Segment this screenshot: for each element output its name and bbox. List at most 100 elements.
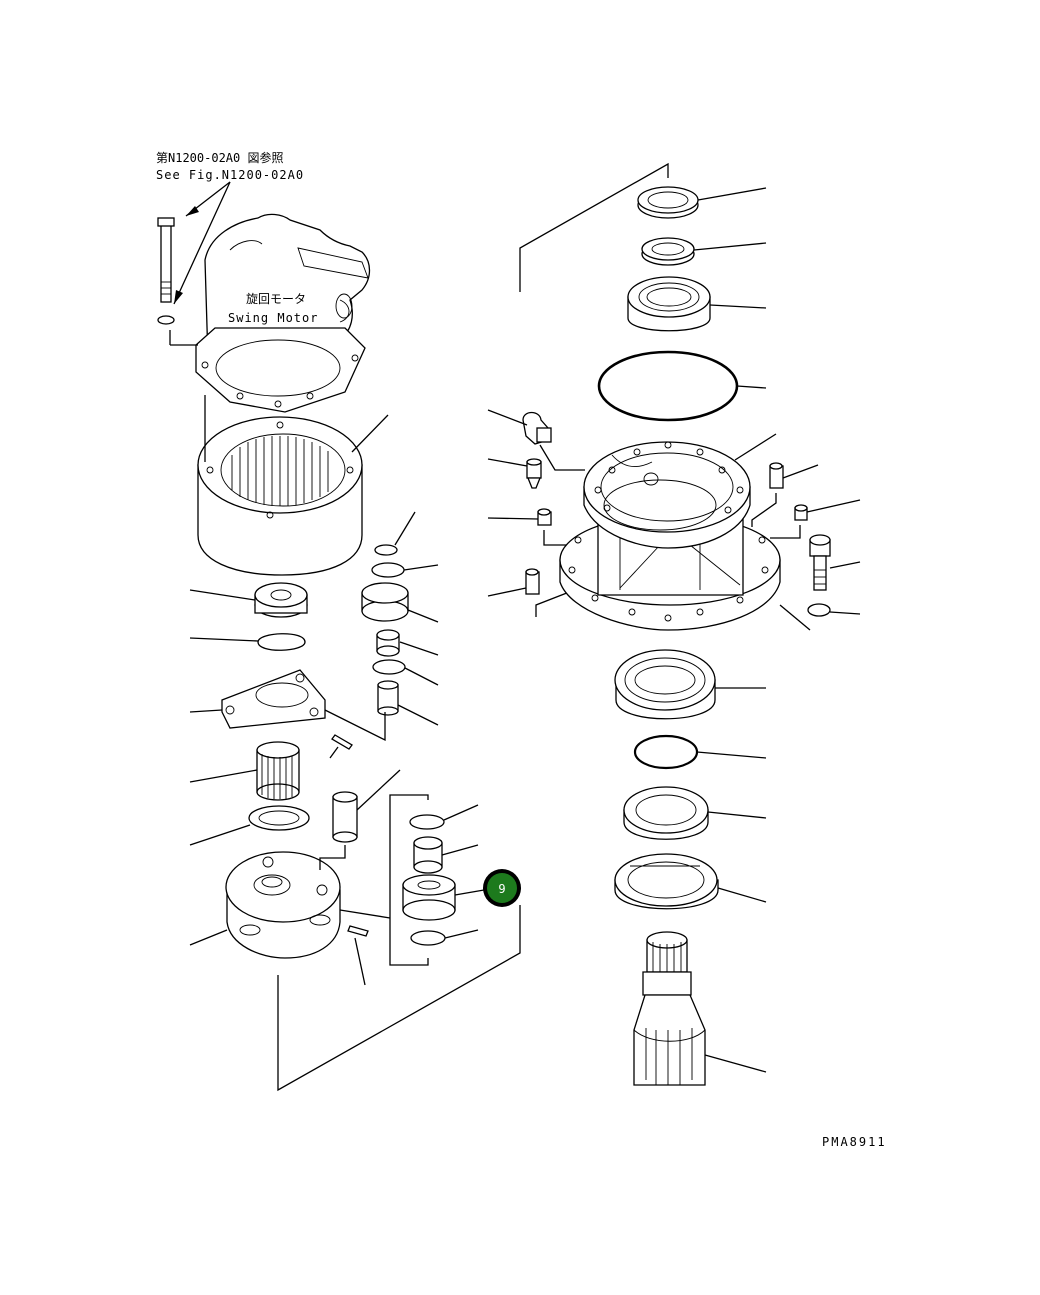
reference-arrows xyxy=(173,181,231,305)
leader-line xyxy=(734,433,777,461)
upper-bearing xyxy=(627,276,711,332)
planet-gear-1-right xyxy=(361,582,409,622)
swing-pinion-shaft xyxy=(633,931,706,1086)
leader-line xyxy=(189,709,223,713)
bracket-line xyxy=(770,525,801,539)
leader-line xyxy=(487,409,528,426)
planet-carrier-2 xyxy=(225,851,341,959)
leader-line xyxy=(394,511,416,546)
thrust-plate xyxy=(248,805,310,831)
spring-pin xyxy=(331,734,353,750)
leader-line xyxy=(441,844,479,856)
thrust-washer xyxy=(371,562,405,578)
planet-gear-2 xyxy=(402,874,456,921)
leader-line xyxy=(717,887,767,903)
leader-line xyxy=(443,804,479,821)
snap-ring xyxy=(257,633,306,651)
leader-line xyxy=(356,769,401,811)
housing-bolt xyxy=(809,534,831,591)
planet-shaft-2 xyxy=(332,791,358,843)
leader-line xyxy=(697,187,767,201)
leader-line xyxy=(806,499,861,513)
leader-line xyxy=(189,769,258,783)
group-bracket xyxy=(389,794,429,966)
motor-flange xyxy=(195,327,366,413)
leader-line xyxy=(189,637,259,642)
reference-text-jp: 第N1200-02A0 図参照 xyxy=(156,150,283,165)
leader-line xyxy=(696,751,767,759)
spring-pin-2 xyxy=(347,925,369,937)
leader-line xyxy=(189,929,228,946)
leader-line xyxy=(829,611,861,615)
leader-line xyxy=(782,464,819,479)
bearing-cage-ring xyxy=(623,786,709,840)
thrust-washer-4 xyxy=(410,930,446,946)
leader-line xyxy=(693,242,767,251)
leader-line xyxy=(189,589,256,601)
bracket-line xyxy=(751,493,777,527)
needle-bearing-2 xyxy=(413,836,443,874)
thrust-washer-3 xyxy=(409,814,445,830)
leader-line xyxy=(189,824,251,846)
leader-line xyxy=(444,929,479,939)
dowel-pin-right-2 xyxy=(794,504,808,521)
lower-bearing xyxy=(614,649,716,720)
swing-motor: 旋回モータ Swing Motor xyxy=(204,213,371,393)
thrust-washer-2 xyxy=(372,659,406,675)
callout-number: 9 xyxy=(498,882,505,896)
dowel-pin-right xyxy=(769,462,784,489)
bracket-line xyxy=(539,444,585,471)
needle-bearing-1 xyxy=(376,629,400,657)
leader-line xyxy=(404,667,439,686)
leader-line xyxy=(329,746,339,759)
plug xyxy=(526,458,542,489)
reference-text-en: See Fig.N1200-02A0 xyxy=(156,168,304,182)
leader-line xyxy=(354,937,366,986)
planet-carrier-1 xyxy=(221,669,326,729)
callout-badge-9[interactable]: 9 xyxy=(483,869,521,907)
leader-line xyxy=(403,564,439,571)
motor-label-en: Swing Motor xyxy=(228,311,318,325)
leader-line xyxy=(399,641,439,656)
bracket-line xyxy=(339,909,391,919)
bolt-washer xyxy=(807,603,831,617)
leader-line xyxy=(707,811,767,819)
motor-label-jp: 旋回モータ xyxy=(246,292,306,306)
assembly-line xyxy=(277,905,521,1092)
leader-line xyxy=(351,414,389,453)
drawing-code: PMA8911 xyxy=(822,1135,887,1149)
dowel-pin-left-2 xyxy=(525,568,540,595)
retaining-ring xyxy=(614,853,719,910)
motor-bolt-washer xyxy=(157,315,175,325)
sun-gear-2 xyxy=(256,741,300,801)
o-ring-small xyxy=(633,734,699,770)
motor-mounting-bolt xyxy=(157,217,175,303)
ring-gear xyxy=(197,416,363,576)
bracket-line xyxy=(319,845,346,870)
seal-ring xyxy=(641,237,695,266)
leader-line xyxy=(397,704,439,726)
leader-line xyxy=(407,609,439,623)
swing-housing xyxy=(559,441,781,631)
callout-badge-fill xyxy=(487,873,517,903)
o-ring-large xyxy=(597,350,739,422)
leader-line xyxy=(736,385,767,389)
leader-line xyxy=(704,1054,767,1073)
sun-gear-small xyxy=(254,582,308,618)
oil-seal xyxy=(637,186,699,219)
leader-line xyxy=(454,889,485,896)
thrust-washer-small xyxy=(374,544,398,556)
elbow-fitting xyxy=(522,411,552,445)
leader-line xyxy=(709,304,767,309)
leader-line xyxy=(829,561,861,569)
bracket-line xyxy=(324,709,386,742)
leader-line xyxy=(487,517,539,520)
leader-line xyxy=(487,587,527,597)
dowel-pin-left xyxy=(537,508,552,526)
leader-line xyxy=(487,458,528,467)
assembly-line xyxy=(519,162,669,292)
planet-shaft-1 xyxy=(377,680,399,716)
bracket-line xyxy=(779,604,811,631)
